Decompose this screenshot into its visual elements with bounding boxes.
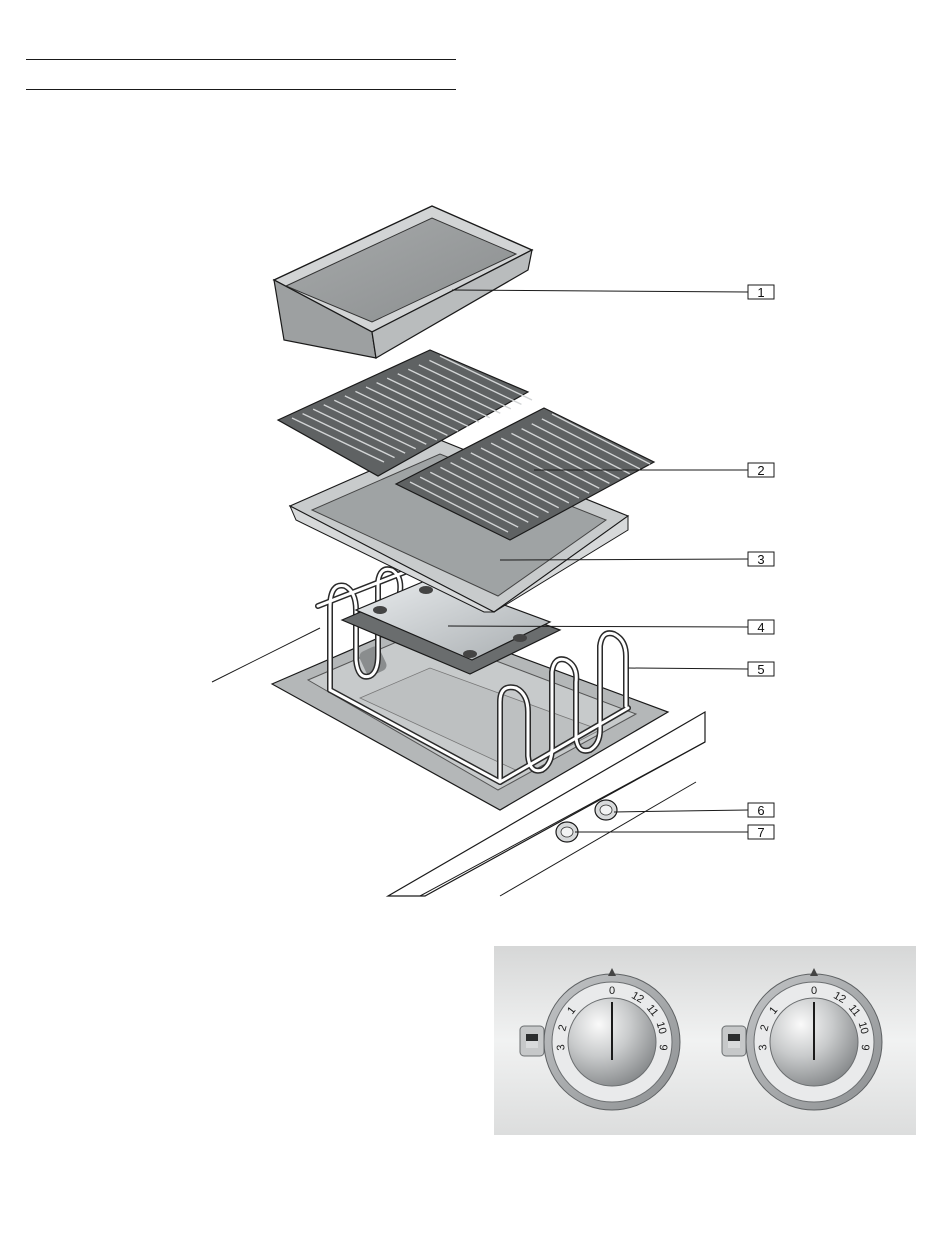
grill-components-diagram: 1 2 3 4 5 6 7	[0, 0, 950, 900]
callout-number: 5	[757, 662, 764, 677]
knob-scale-number: 0	[609, 985, 615, 997]
callout-number: 3	[757, 552, 764, 567]
indicator-light-icon	[520, 1026, 544, 1056]
control-knob-7	[556, 822, 578, 842]
knob-scale-number: 0	[811, 985, 817, 997]
knob-scale-number: 9	[656, 1044, 669, 1051]
callout-5: 5	[628, 662, 774, 677]
callout-number: 1	[757, 285, 764, 300]
control-knob-6	[595, 800, 617, 820]
callout-7: 7	[575, 825, 774, 840]
callout-number: 7	[757, 825, 764, 840]
knob-scale-number: 9	[858, 1044, 871, 1051]
callout-number: 4	[757, 620, 764, 635]
callout-1: 1	[452, 285, 774, 300]
knob-scale-number: 3	[757, 1044, 770, 1051]
indicator-light-icon	[722, 1026, 746, 1056]
grill-lid	[274, 206, 532, 358]
knob-scale-number: 3	[555, 1044, 568, 1051]
callout-number: 2	[757, 463, 764, 478]
callout-number: 6	[757, 803, 764, 818]
